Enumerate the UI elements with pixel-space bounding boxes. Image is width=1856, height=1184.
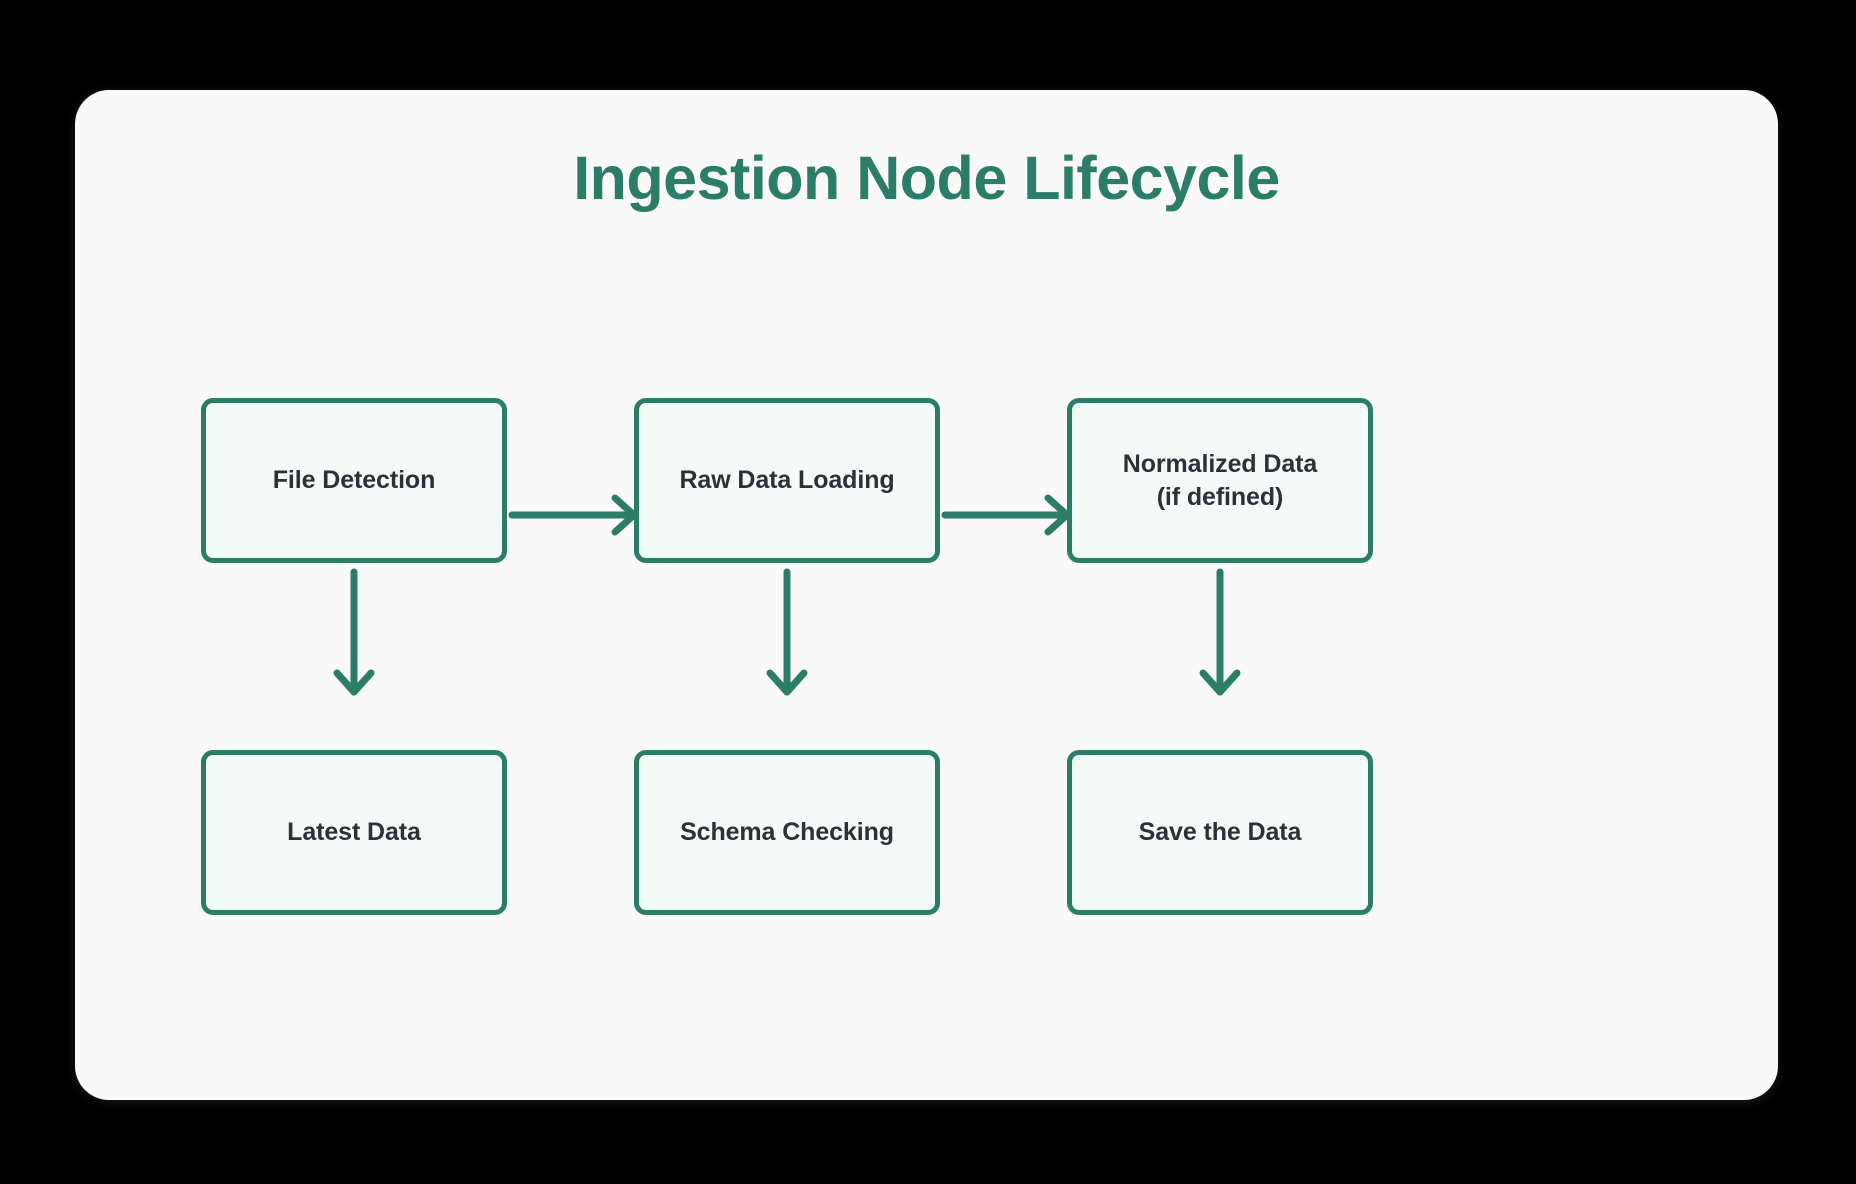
arrow-right-icon-file-detection-to-raw-data-loading (508, 494, 638, 536)
node-save-the-data[interactable]: Save the Data (1067, 750, 1373, 915)
node-label: File Detection (272, 466, 436, 494)
node-latest-data[interactable]: Latest Data (201, 750, 507, 915)
node-schema-checking[interactable]: Schema Checking (634, 750, 940, 915)
diagram-card: Ingestion Node Lifecycle File Detection … (75, 90, 1778, 1100)
node-label: Save the Data (1138, 818, 1302, 846)
node-label-group: Normalized Data (if defined) (1123, 448, 1317, 514)
arrow-right-icon-raw-data-loading-to-normalized-data (941, 494, 1071, 536)
arrow-down-icon-file-detection-to-latest-data (333, 568, 375, 696)
arrow-down-icon-raw-data-loading-to-schema-checking (766, 568, 808, 696)
node-raw-data-loading[interactable]: Raw Data Loading (634, 398, 940, 563)
page-title: Ingestion Node Lifecycle (573, 144, 1280, 212)
node-file-detection[interactable]: File Detection (201, 398, 507, 563)
node-label-secondary: (if defined) (1156, 482, 1284, 511)
node-label: Normalized Data (1122, 449, 1318, 478)
node-label: Raw Data Loading (679, 466, 895, 494)
arrow-down-icon-normalized-data-to-save-the-data (1199, 568, 1241, 696)
flowchart: File Detection Raw Data Loading Normaliz… (75, 90, 1778, 1100)
node-label: Latest Data (287, 818, 421, 846)
node-label: Schema Checking (680, 818, 894, 846)
node-normalized-data[interactable]: Normalized Data (if defined) (1067, 398, 1373, 563)
